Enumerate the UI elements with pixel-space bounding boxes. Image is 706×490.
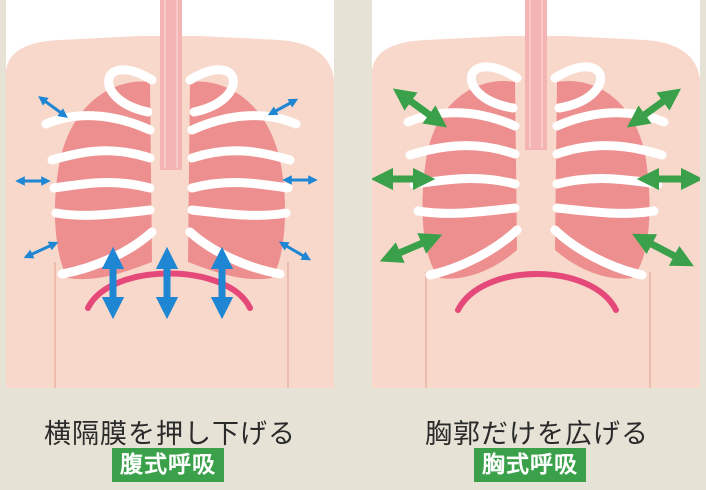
double-arrow-icon [101,246,234,320]
trachea [160,0,182,170]
caption-abdominal: 横隔膜を押し下げる [44,419,296,450]
trachea [525,0,547,150]
panel-abdominal [6,0,334,388]
panel-chest [372,0,700,388]
diaphragm [455,271,619,313]
rib-cage [41,65,301,279]
rib-cage [403,62,669,280]
badge-chest: 胸式呼吸 [474,448,586,482]
caption-chest: 胸郭だけを広げる [425,419,649,450]
double-arrow-icon [372,88,700,267]
double-arrow-icon [15,96,318,261]
badge-abdominal: 腹式呼吸 [112,448,224,482]
breathing-figure [6,0,700,388]
